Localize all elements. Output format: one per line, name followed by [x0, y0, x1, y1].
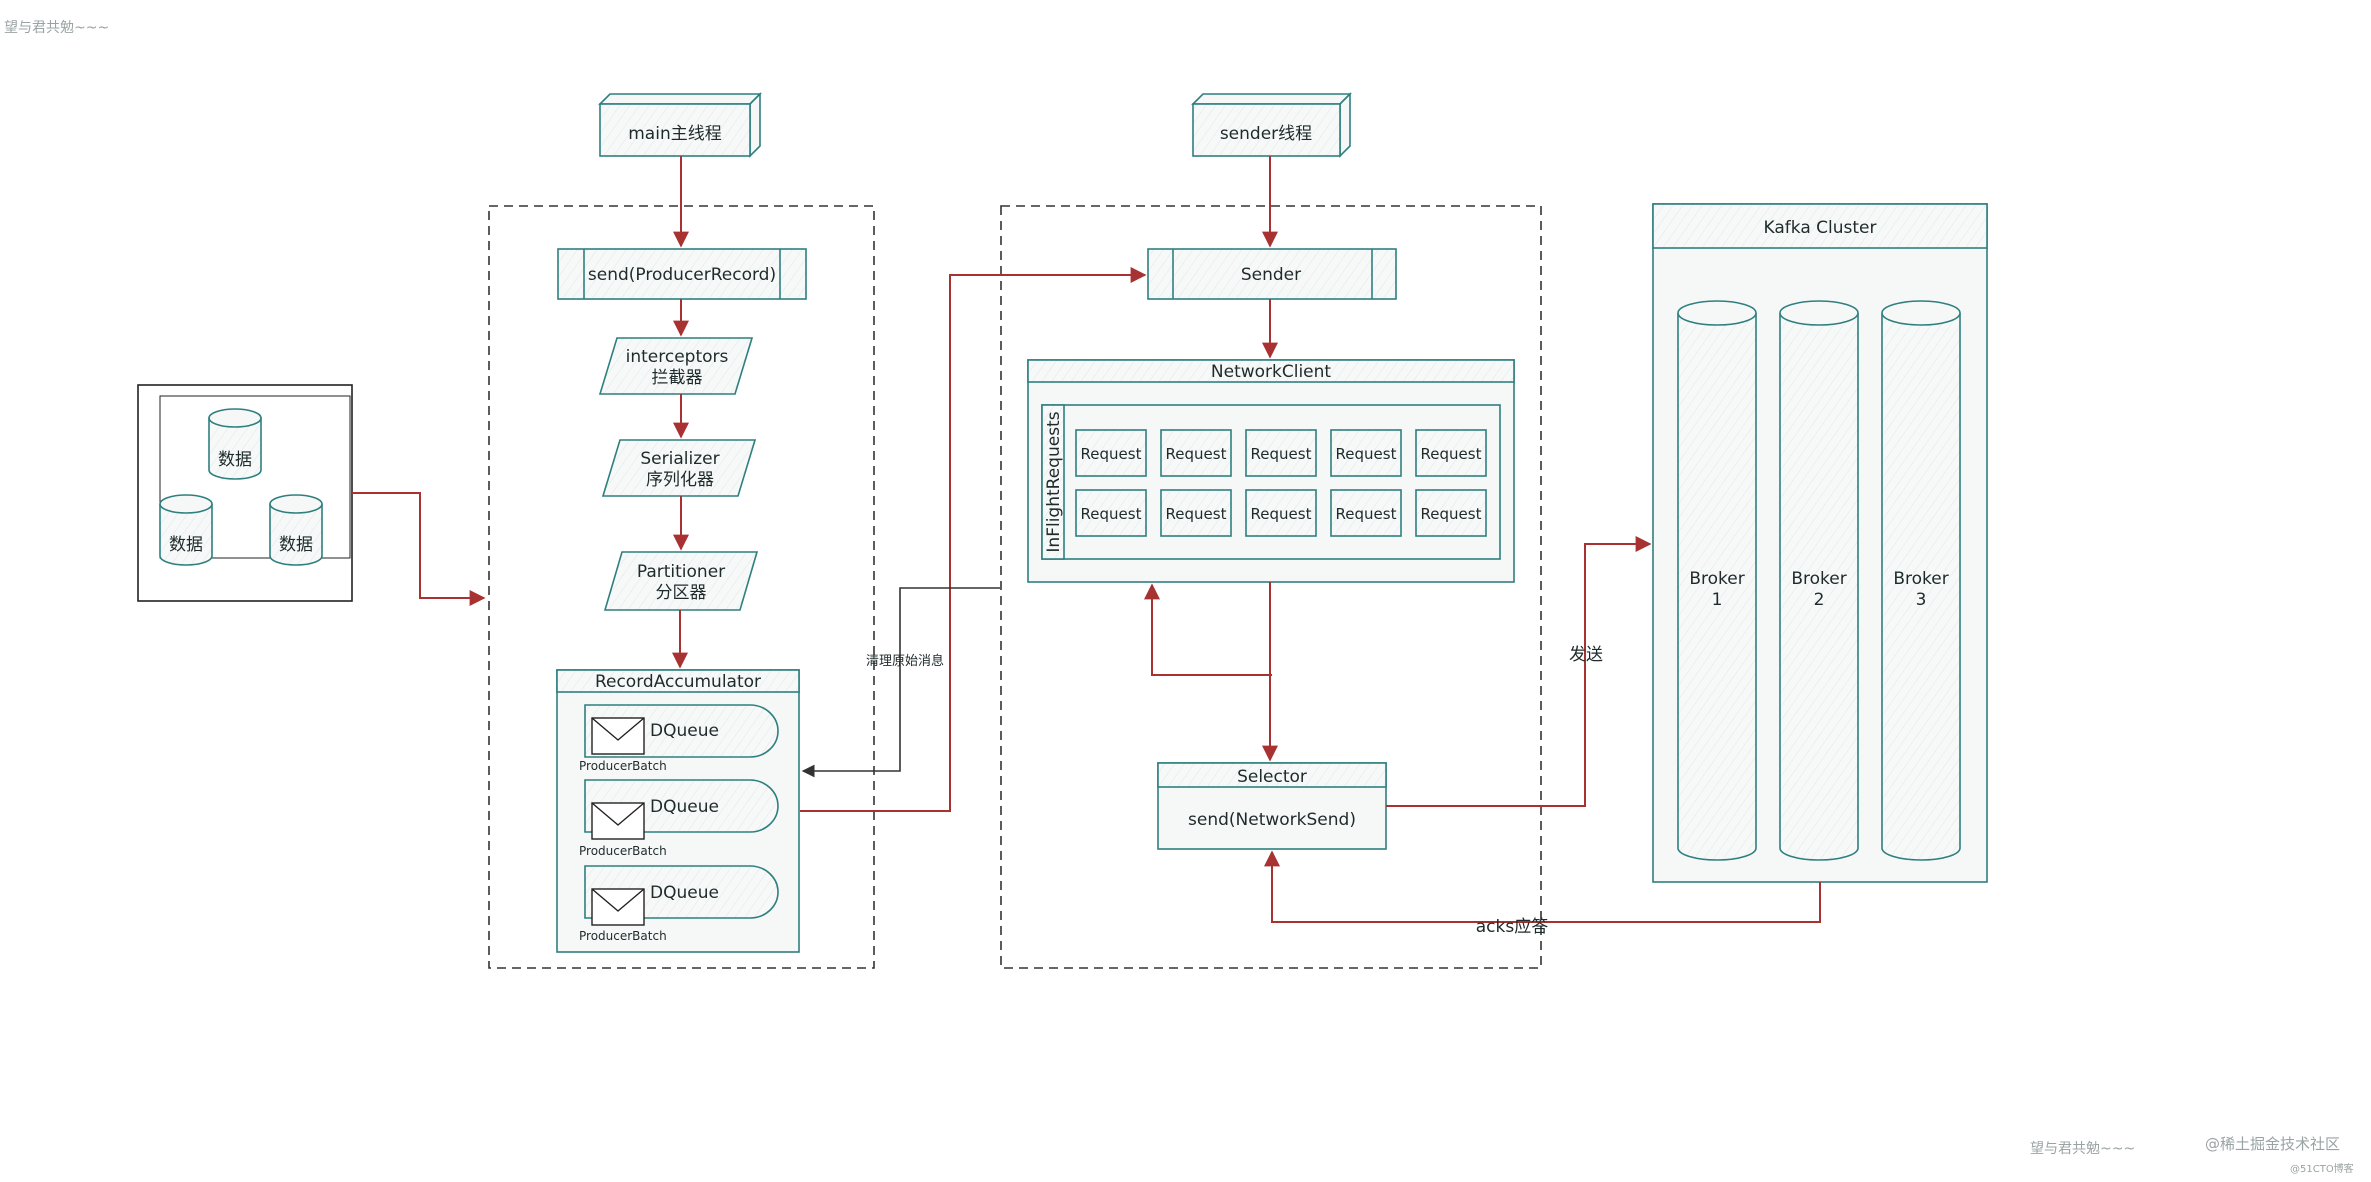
edge-label-acks: acks应答: [1476, 917, 1548, 937]
request-label: Request: [1336, 505, 1397, 523]
svg-text:ProducerBatch: ProducerBatch: [579, 759, 667, 773]
request-item: Request: [1075, 489, 1147, 537]
svg-text:sender线程: sender线程: [1220, 124, 1312, 144]
svg-text:序列化器: 序列化器: [646, 470, 714, 490]
request-label: Request: [1251, 445, 1312, 463]
interceptors-node: interceptors 拦截器: [598, 337, 754, 395]
svg-text:ProducerBatch: ProducerBatch: [579, 929, 667, 943]
broker-1: Broker 1: [1677, 300, 1757, 861]
dqueue-1: DQueue ProducerBatch: [579, 704, 779, 773]
request-item: Request: [1415, 429, 1487, 477]
sender-thread-node: sender线程: [1191, 92, 1352, 158]
svg-text:Sender: Sender: [1241, 265, 1301, 285]
edge-label-send: 发送: [1569, 645, 1603, 665]
svg-text:Serializer: Serializer: [640, 449, 719, 469]
sender-node: Sender: [1147, 248, 1397, 300]
broker-3: Broker 3: [1881, 300, 1961, 861]
request-label: Request: [1421, 445, 1482, 463]
record-accumulator: RecordAccumulator DQueue ProducerBatch D…: [556, 669, 800, 953]
watermark-bottom-left: 望与君共勉~~~: [2030, 1141, 2135, 1157]
svg-text:interceptors: interceptors: [626, 347, 729, 367]
svg-text:数据: 数据: [279, 535, 313, 555]
edge-label-clean: 清理原始消息: [866, 653, 944, 669]
connectors: [352, 156, 1821, 923]
svg-text:DQueue: DQueue: [650, 883, 719, 903]
svg-text:Broker: Broker: [1791, 569, 1846, 589]
data-cylinder-3: 数据: [269, 494, 323, 566]
request-label: Request: [1081, 505, 1142, 523]
request-label: Request: [1421, 505, 1482, 523]
svg-text:send(ProducerRecord): send(ProducerRecord): [588, 265, 776, 285]
data-cylinder-2: 数据: [159, 494, 213, 566]
producer-container: [488, 205, 875, 969]
svg-text:DQueue: DQueue: [650, 797, 719, 817]
request-label: Request: [1336, 445, 1397, 463]
request-item: Request: [1245, 489, 1317, 537]
svg-text:main主线程: main主线程: [628, 124, 721, 144]
watermark-bottom-right: @稀土掘金技术社区: [2205, 1135, 2340, 1153]
svg-text:1: 1: [1712, 590, 1723, 610]
svg-text:2: 2: [1814, 590, 1825, 610]
request-item: Request: [1415, 489, 1487, 537]
svg-text:Kafka Cluster: Kafka Cluster: [1764, 218, 1877, 238]
svg-text:拦截器: 拦截器: [652, 368, 703, 388]
request-label: Request: [1081, 445, 1142, 463]
svg-text:ProducerBatch: ProducerBatch: [579, 844, 667, 858]
svg-text:RecordAccumulator: RecordAccumulator: [595, 672, 761, 692]
svg-text:数据: 数据: [218, 450, 252, 470]
kafka-cluster: Kafka Cluster Broker 1 Broker 2 Broker 3: [1652, 203, 1988, 883]
svg-text:分区器: 分区器: [656, 583, 707, 603]
watermark-bottom-right-small: @51CTO博客: [2290, 1162, 2354, 1175]
request-label: Request: [1166, 505, 1227, 523]
svg-text:数据: 数据: [169, 535, 203, 555]
watermark-top: 望与君共勉~~~: [4, 20, 109, 36]
main-thread-node: main主线程: [598, 92, 762, 158]
svg-text:3: 3: [1916, 590, 1927, 610]
request-item: Request: [1330, 429, 1402, 477]
dqueue-2: DQueue ProducerBatch: [579, 779, 779, 858]
request-item: Request: [1160, 429, 1232, 477]
request-item: Request: [1075, 429, 1147, 477]
send-producer-record-node: send(ProducerRecord): [557, 248, 807, 300]
request-item: Request: [1245, 429, 1317, 477]
svg-text:Partitioner: Partitioner: [637, 562, 725, 582]
partitioner-node: Partitioner 分区器: [603, 551, 759, 611]
svg-text:Broker: Broker: [1689, 569, 1744, 589]
svg-text:NetworkClient: NetworkClient: [1211, 362, 1332, 382]
data-store: 数据 数据 数据: [137, 384, 353, 602]
request-item: Request: [1160, 489, 1232, 537]
broker-2: Broker 2: [1779, 300, 1859, 861]
inflight-requests-label: InFlightRequests: [1044, 411, 1064, 552]
svg-text:Selector: Selector: [1237, 767, 1307, 787]
request-label: Request: [1251, 505, 1312, 523]
serializer-node: Serializer 序列化器: [601, 439, 757, 497]
svg-text:DQueue: DQueue: [650, 721, 719, 741]
svg-text:Broker: Broker: [1893, 569, 1948, 589]
request-item: Request: [1330, 489, 1402, 537]
dqueue-3: DQueue ProducerBatch: [579, 865, 779, 943]
data-cylinder-1: 数据: [208, 408, 262, 480]
selector: Selector send(NetworkSend): [1157, 762, 1387, 850]
request-label: Request: [1166, 445, 1227, 463]
svg-text:send(NetworkSend): send(NetworkSend): [1188, 810, 1356, 830]
